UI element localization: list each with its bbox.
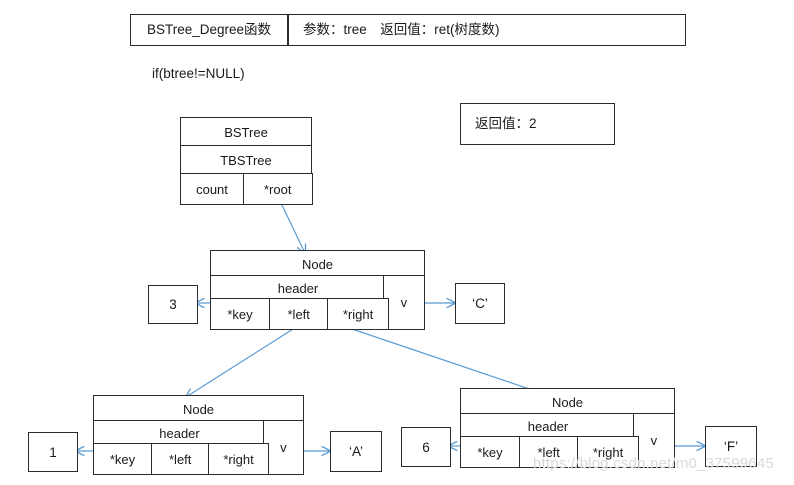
- return-value-box: 返回值：2: [460, 103, 615, 145]
- function-params-box: 参数：tree 返回值：ret(树度数): [288, 14, 686, 46]
- node-root-header: header: [210, 274, 386, 302]
- key-box-left: ‘A’: [330, 431, 382, 472]
- key-box-root: ‘C’: [455, 283, 505, 324]
- node-right-value-cell: v: [632, 412, 675, 468]
- bstree-field-count: count: [180, 173, 244, 205]
- node-right-field-right: *right: [577, 436, 639, 468]
- condition-text: if(btree!=NULL): [152, 66, 245, 81]
- node-root-field-right: *right: [327, 298, 389, 330]
- link-root-left-child: [186, 328, 294, 397]
- node-left-field-right: *right: [208, 443, 269, 475]
- function-signature-bar: BSTree_Degree函数 参数：tree 返回值：ret(树度数): [130, 14, 686, 46]
- node-root-field-key: *key: [210, 298, 270, 330]
- bstree-field-row: count *root: [180, 173, 313, 205]
- bstree-type: TBSTree: [180, 145, 312, 176]
- node-root-field-left: *left: [268, 298, 329, 330]
- node-left-value-cell: v: [262, 419, 304, 475]
- bstree-title: BSTree: [180, 117, 312, 148]
- degree-box-left: 1: [28, 432, 78, 472]
- degree-box-right: 6: [401, 427, 451, 467]
- degree-box-root: 3: [148, 285, 198, 324]
- link-root-to-node: [280, 202, 305, 253]
- node-right-field-key: *key: [460, 436, 520, 468]
- bstree-struct: BSTree TBSTree count *root: [180, 117, 313, 205]
- key-box-right: ‘F’: [705, 426, 757, 467]
- node-left-field-left: *left: [150, 443, 210, 475]
- function-name-box: BSTree_Degree函数: [130, 14, 288, 46]
- link-root-right-child: [351, 328, 553, 397]
- node-right-title: Node: [460, 388, 675, 416]
- node-left-field-key: *key: [93, 443, 152, 475]
- watermark-text: https://blog.csdn.net/m0_37599645: [533, 455, 774, 472]
- bstree-field-root: *root: [242, 173, 313, 205]
- node-root-value-cell: v: [382, 274, 425, 330]
